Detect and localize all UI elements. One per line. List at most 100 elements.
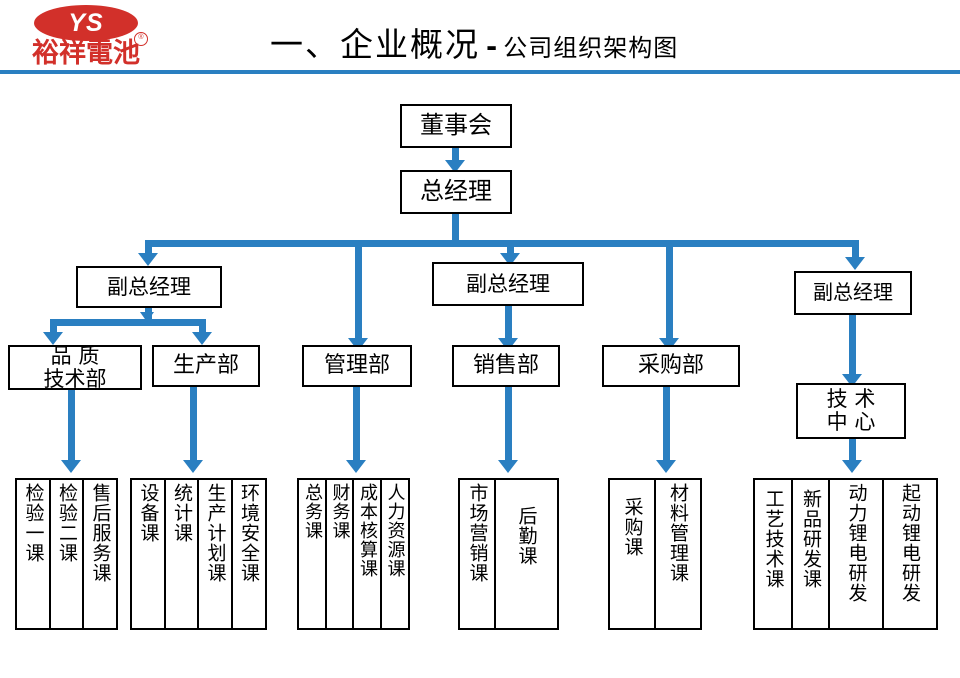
node-vice-general-manager-1[interactable]: 副总经理	[76, 266, 222, 308]
leaf-node[interactable]: 后勤课	[493, 478, 559, 630]
leaf-node-label: 新品研发课	[800, 489, 822, 589]
page-title-separator: -	[486, 32, 498, 63]
connector-vicegm1-to-quality-dept	[50, 319, 57, 337]
leaf-node-label: 统计课	[171, 483, 193, 543]
leaf-node-label: 售后服务课	[89, 483, 112, 583]
leaf-node[interactable]: 检验二课	[48, 478, 85, 630]
leaf-node[interactable]: 检验一课	[15, 478, 51, 630]
slide-header: YS ® 裕祥電池 一、企业概况-公司组织架构图	[0, 0, 960, 74]
leaf-node[interactable]: 起动锂电研发	[881, 478, 938, 630]
node-general-manager[interactable]: 总经理	[400, 170, 512, 214]
connector-gm-stem	[452, 214, 459, 244]
leaf-node-label: 人力资源课	[384, 483, 406, 578]
connector-bus-to-vicegm-2	[507, 240, 514, 258]
leaf-group-production: 设备课 统计课 生产计划课 环境安全课	[130, 478, 267, 630]
connector-main-bus	[145, 240, 859, 247]
leaf-node-label: 工艺技术课	[762, 489, 785, 589]
node-department-management-label: 管理部	[323, 353, 390, 379]
leaf-node[interactable]: 成本核算课	[352, 478, 382, 630]
node-vice-general-manager-3-label: 副总经理	[813, 280, 893, 305]
node-department-purchasing[interactable]: 采购部	[602, 345, 740, 387]
arrow-vicegm1-to-production-dept	[192, 332, 212, 345]
connector-board-to-gm	[452, 148, 459, 164]
connector-vicegm3-to-tech-center	[849, 315, 856, 379]
header-divider	[0, 70, 960, 74]
leaf-node-label: 动力锂电研发	[845, 483, 868, 603]
registered-trademark-icon: ®	[134, 32, 148, 46]
connector-bus-to-vicegm-1	[145, 240, 152, 258]
leaf-node-label: 检验一课	[22, 483, 45, 563]
connector-bus-to-purchasing-dept	[666, 240, 673, 344]
node-vice-general-manager-3[interactable]: 副总经理	[794, 271, 912, 315]
leaf-node-label: 材料管理课	[667, 483, 689, 583]
logo-ys-mark: YS	[68, 9, 104, 37]
leaf-node[interactable]: 新品研发课	[790, 478, 831, 630]
connector-quality-dept-to-leaves	[68, 390, 75, 464]
node-department-production[interactable]: 生产部	[152, 345, 260, 387]
leaf-group-sales: 市场营销课 后勤课	[458, 478, 559, 630]
leaf-node[interactable]: 材料管理课	[653, 478, 702, 630]
leaf-node[interactable]: 统计课	[163, 478, 200, 630]
logo-ellipse-shape	[34, 5, 138, 41]
leaf-node-label: 生产计划课	[204, 483, 227, 583]
leaf-node-label: 检验二课	[56, 483, 78, 563]
arrow-sales-dept-to-leaves	[498, 460, 518, 473]
arrow-bus-to-vicegm-1	[138, 253, 158, 266]
leaf-group-quality-tech: 检验一课 检验二课 售后服务课	[15, 478, 118, 630]
leaf-node-label: 环境安全课	[238, 483, 260, 583]
node-department-management[interactable]: 管理部	[302, 345, 412, 387]
page-title-main: 一、企业概况	[270, 25, 480, 64]
leaf-node[interactable]: 环境安全课	[230, 478, 267, 630]
connector-bus-to-management-dept	[355, 240, 362, 344]
leaf-node-label: 后勤课	[515, 506, 538, 566]
leaf-node[interactable]: 人力资源课	[379, 478, 410, 630]
node-department-production-label: 生产部	[172, 353, 239, 379]
arrow-production-dept-to-leaves	[183, 460, 203, 473]
node-department-sales-label: 销售部	[472, 353, 539, 379]
node-board-of-directors[interactable]: 董事会	[400, 104, 512, 148]
leaf-group-purchasing: 采购课 材料管理课	[608, 478, 702, 630]
arrow-vicegm1-to-quality-dept	[43, 332, 63, 345]
connector-bus-to-vicegm-3	[852, 240, 859, 262]
node-technical-center[interactable]: 技 术 中 心	[796, 383, 906, 439]
leaf-group-technical-center: 工艺技术课 新品研发课 动力锂电研发 起动锂电研发	[753, 478, 938, 630]
node-department-purchasing-label: 采购部	[637, 353, 704, 379]
node-vice-general-manager-2[interactable]: 副总经理	[432, 262, 584, 306]
leaf-node[interactable]: 财务课	[324, 478, 355, 630]
connector-sales-dept-to-leaves	[505, 387, 512, 464]
arrow-purchasing-dept-to-leaves	[656, 460, 676, 473]
leaf-node-label: 采购课	[621, 497, 644, 557]
node-department-sales[interactable]: 销售部	[452, 345, 560, 387]
arrow-vicegm1-stem	[140, 312, 154, 322]
connector-tech-center-to-leaves	[849, 439, 856, 464]
leaf-node[interactable]: 总务课	[297, 478, 327, 630]
node-vice-general-manager-1-label: 副总经理	[107, 274, 191, 299]
leaf-group-management: 总务课 财务课 成本核算课 人力资源课	[297, 478, 410, 630]
leaf-node-label: 设备课	[137, 483, 160, 543]
connector-vicegm1-to-production-dept	[199, 319, 206, 337]
arrow-bus-to-vicegm-3	[845, 257, 865, 270]
leaf-node-label: 总务课	[302, 483, 323, 540]
connector-purchasing-dept-to-leaves	[663, 387, 670, 464]
leaf-node[interactable]: 生产计划课	[197, 478, 233, 630]
leaf-node[interactable]: 设备课	[130, 478, 166, 630]
leaf-node[interactable]: 采购课	[608, 478, 656, 630]
leaf-node-label: 财务课	[329, 483, 351, 540]
node-vice-general-manager-2-label: 副总经理	[466, 271, 550, 296]
arrow-tech-center-to-leaves	[842, 460, 862, 473]
connector-management-dept-to-leaves	[353, 387, 360, 464]
node-department-quality-tech-label: 品 质 技术部	[43, 343, 107, 391]
node-department-quality-tech[interactable]: 品 质 技术部	[8, 343, 142, 391]
leaf-node[interactable]: 动力锂电研发	[828, 478, 884, 630]
leaf-node[interactable]: 市场营销课	[458, 478, 496, 630]
node-technical-center-label: 技 术 中 心	[826, 387, 876, 434]
logo-company-name: 裕祥電池	[32, 38, 140, 69]
connector-production-dept-to-leaves	[190, 387, 197, 464]
leaf-node[interactable]: 售后服务课	[82, 478, 118, 630]
arrow-management-dept-to-leaves	[346, 460, 366, 473]
leaf-node[interactable]: 工艺技术课	[753, 478, 793, 630]
arrow-quality-dept-to-leaves	[61, 460, 81, 473]
connector-vicegm2-to-sales-dept	[505, 306, 512, 344]
page-title-subtitle: 公司组织架构图	[503, 34, 679, 62]
